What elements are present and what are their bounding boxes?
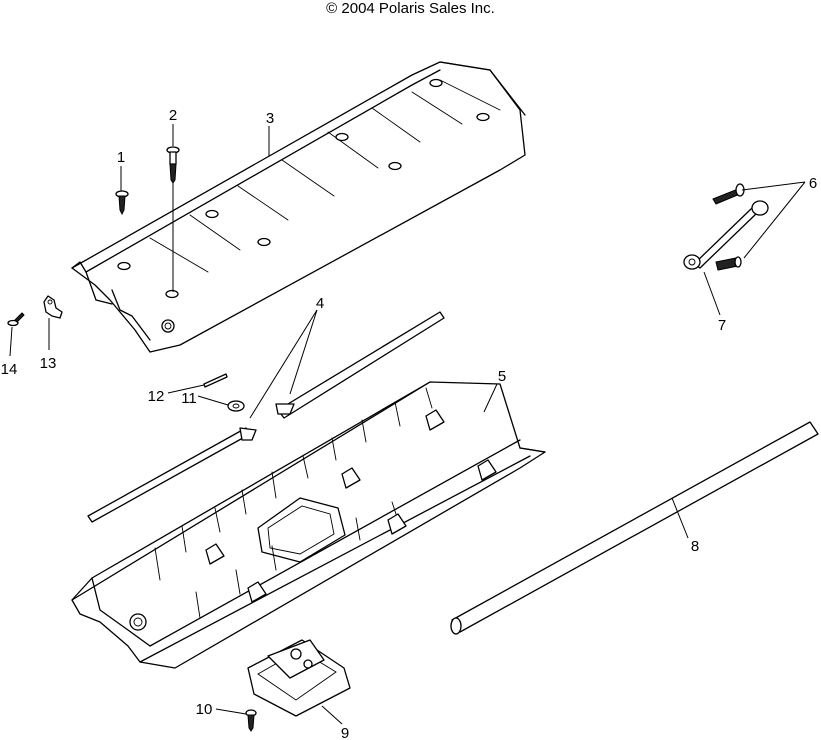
- part-9-latch-plate: [247, 639, 351, 717]
- callout-14: 14: [1, 361, 18, 378]
- callout-1: 1: [117, 149, 125, 166]
- callout-11: 11: [181, 390, 197, 407]
- callout-10: 10: [196, 701, 213, 718]
- callout-9: 9: [341, 725, 349, 740]
- part-4-rods: [87, 311, 445, 523]
- part-1-screw: [115, 190, 129, 216]
- callout-6: 6: [809, 175, 817, 192]
- callout-7: 7: [718, 317, 726, 334]
- part-7-rod-end: [683, 200, 769, 270]
- part-14-small-screw: [7, 312, 25, 327]
- callout-13: 13: [40, 355, 57, 372]
- callout-4: 4: [316, 295, 324, 312]
- part-13-bracket: [43, 295, 63, 319]
- callout-8: 8: [691, 538, 699, 555]
- callout-5: 5: [498, 368, 506, 385]
- part-12-pin: [203, 373, 228, 388]
- part-5-base-tray: [71, 381, 546, 669]
- callout-12: 12: [148, 388, 165, 405]
- part-2-bolt: [166, 146, 180, 292]
- part-8-long-rod: [450, 421, 819, 635]
- callout-2: 2: [169, 107, 177, 124]
- callout-3: 3: [266, 110, 274, 127]
- part-10-screw: [245, 709, 257, 732]
- part-6-screws: [712, 183, 745, 271]
- part-3-upper-cover: [71, 61, 526, 353]
- leader-lines: [9, 124, 806, 725]
- copyright-notice: © 2004 Polaris Sales Inc.: [326, 0, 495, 17]
- callout-labels: 1 2 3 4 5 6 7 8 9 10 11 12 13 14: [1, 107, 818, 740]
- part-11-washer: [227, 400, 245, 412]
